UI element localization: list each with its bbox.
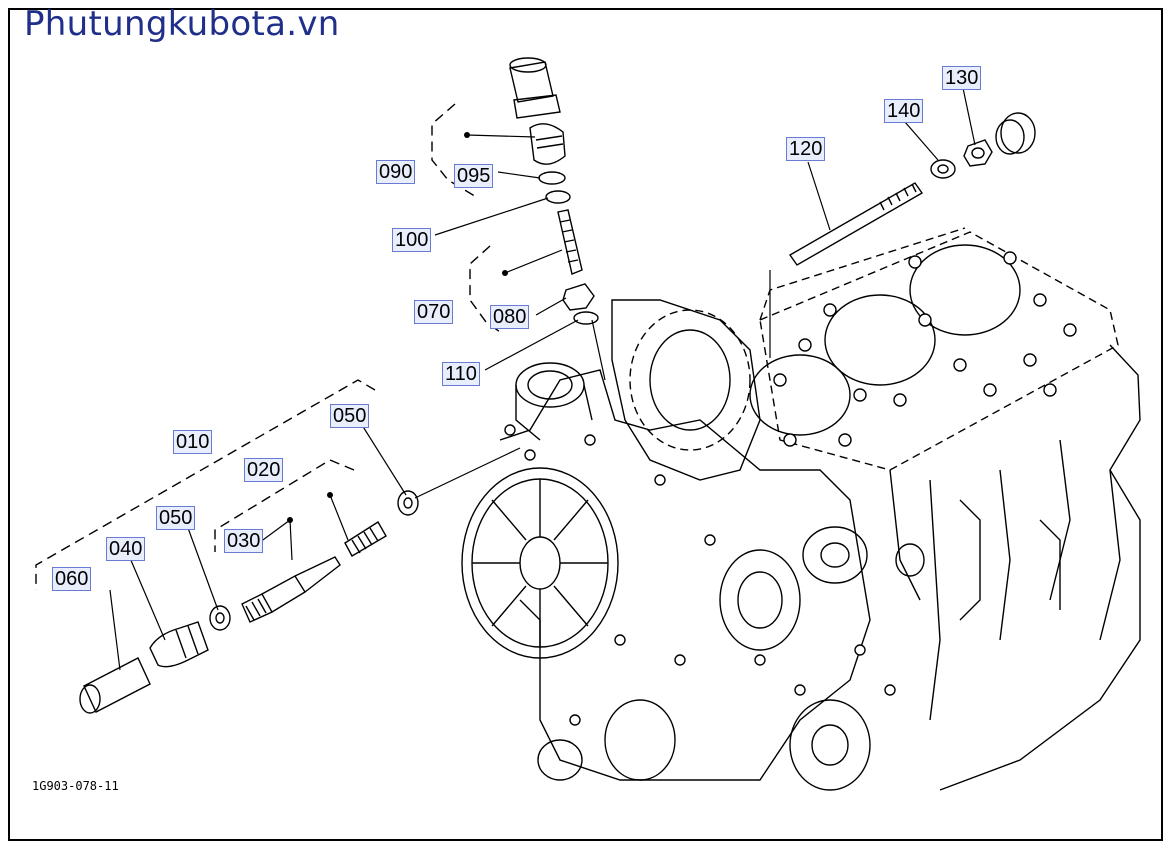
callout-100: 100 <box>392 228 432 252</box>
callout-060: 060 <box>52 567 92 591</box>
seal-cap <box>995 112 1036 155</box>
washer-100 <box>545 190 571 204</box>
callout-080: 080 <box>490 305 530 329</box>
nut-080 <box>562 283 595 311</box>
callout-020: 020 <box>244 458 284 482</box>
callout-030: 030 <box>224 529 264 553</box>
cap-090 <box>509 57 566 165</box>
washer-050-right <box>397 490 419 516</box>
site-watermark: Phutungkubota.vn <box>24 4 340 44</box>
callout-040: 040 <box>106 537 146 561</box>
stud-bolt-120 <box>788 182 924 266</box>
washer-050-left <box>209 605 231 631</box>
cap-nut-040 <box>149 621 209 668</box>
washer-140 <box>930 159 956 179</box>
sleeve-060 <box>79 657 151 714</box>
callout-130: 130 <box>942 66 982 90</box>
leader-lines <box>109 87 976 671</box>
callout-070: 070 <box>414 300 454 324</box>
callout-140: 140 <box>884 99 924 123</box>
group-brackets <box>35 103 501 590</box>
callout-120: 120 <box>786 137 826 161</box>
callout-110: 110 <box>442 362 480 386</box>
spring-070 <box>557 209 583 275</box>
valve-body-030 <box>241 556 341 623</box>
engine-block <box>461 227 1141 791</box>
spring-020 <box>344 521 387 557</box>
oring-095 <box>538 171 566 185</box>
drawing-frame <box>8 8 1163 841</box>
callout-050-left: 050 <box>156 506 196 530</box>
drawing-code: 1G903-078-11 <box>32 779 119 793</box>
callout-095: 095 <box>454 164 494 188</box>
callout-010: 010 <box>173 430 213 454</box>
nut-130 <box>963 139 993 167</box>
callout-050-right: 050 <box>330 404 370 428</box>
gear-cover-grid <box>461 467 619 659</box>
washer-110 <box>573 311 599 325</box>
callout-090: 090 <box>376 160 416 184</box>
